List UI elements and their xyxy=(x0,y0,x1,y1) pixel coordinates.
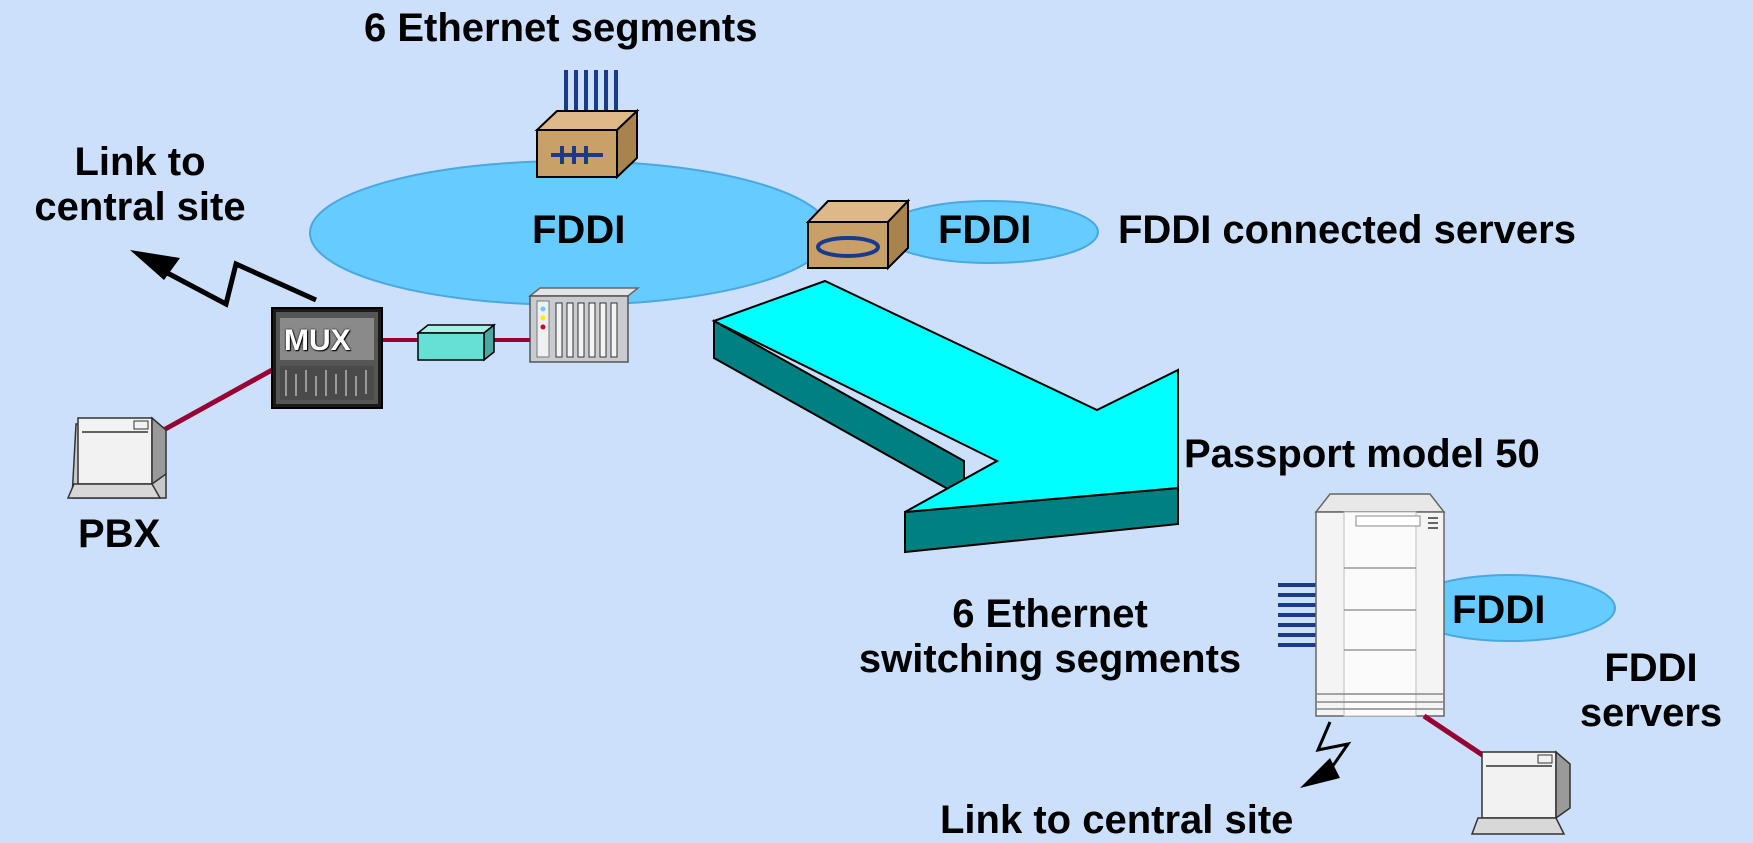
mux-label: MUX xyxy=(284,324,351,357)
fddi-servers-line2: servers xyxy=(1579,690,1723,735)
fddi-ring-right-label: FDDI xyxy=(1452,588,1546,632)
central-site-line: central site xyxy=(34,184,246,229)
fddi-ring-small-label: FDDI xyxy=(938,208,1032,252)
link-to-line: Link to xyxy=(74,140,206,184)
ethernet-switching-line1: 6 Ethernet xyxy=(952,592,1148,636)
transition-arrow-icon xyxy=(711,279,1179,554)
fddi-servers-label: FDDI servers xyxy=(1556,646,1746,736)
pbx-terminal-icon xyxy=(66,416,167,499)
server-tower-icon xyxy=(1314,493,1446,717)
ethernet-port-lines-icon xyxy=(1278,583,1320,647)
mux-to-pbx-link xyxy=(158,367,274,435)
link-to-central-site-left-label: Link to central site xyxy=(10,140,270,230)
ethernet-port-lines-icon xyxy=(564,70,618,114)
ethernet-switching-line2: switching segments xyxy=(858,636,1242,681)
link-to-central-site-bottom-label: Link to central site xyxy=(940,798,1294,842)
fddi-servers-line1: FDDI xyxy=(1604,646,1698,690)
lightning-link-icon xyxy=(130,250,318,308)
lightning-link-icon xyxy=(1300,721,1352,788)
bridge-icon xyxy=(534,108,640,180)
fddi-server-terminal-icon xyxy=(1470,750,1571,835)
router-icon xyxy=(805,198,911,271)
fddi-ring-main-label: FDDI xyxy=(532,208,626,252)
mux-icon xyxy=(271,307,383,409)
server-to-terminal-link xyxy=(1422,713,1486,759)
concentrator-icon xyxy=(527,287,641,363)
ethernet-segments-label: 6 Ethernet segments xyxy=(364,6,758,50)
passport-model-label: Passport model 50 xyxy=(1184,432,1540,476)
fddi-connected-servers-label: FDDI connected servers xyxy=(1118,208,1576,252)
converter-device-icon xyxy=(415,323,497,362)
pbx-label: PBX xyxy=(78,512,161,556)
ethernet-switching-segments-label: 6 Ethernet switching segments xyxy=(815,592,1285,682)
